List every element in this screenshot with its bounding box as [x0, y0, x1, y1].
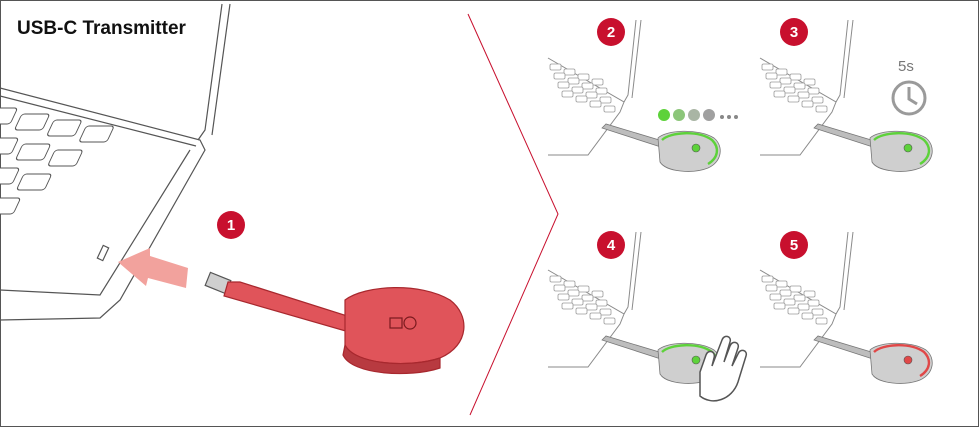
laptop-key [578, 286, 589, 292]
laptop-key [592, 79, 603, 85]
laptop-key [794, 295, 805, 301]
step-2-illustration [548, 20, 720, 171]
laptop-key [582, 83, 593, 89]
laptop-key [590, 313, 601, 319]
clock-icon [893, 82, 925, 114]
laptop-key [790, 74, 801, 80]
insert-arrow [118, 248, 188, 288]
transmitter-cable [814, 124, 878, 148]
transmitter-cable [814, 336, 878, 360]
laptop-lid-edge [844, 232, 853, 310]
laptop-key [576, 96, 587, 102]
laptop-key [568, 290, 579, 296]
laptop-key [776, 69, 787, 75]
laptop-key [568, 78, 579, 84]
laptop-large [0, 4, 230, 320]
laptop-key [784, 87, 795, 93]
laptop-key [554, 73, 565, 79]
step-4-illustration [548, 232, 720, 383]
laptop-key [562, 91, 573, 97]
step-badge-5: 5 [780, 231, 808, 259]
laptop-key [788, 308, 799, 314]
step-badge-4: 4 [597, 231, 625, 259]
laptop-lid [624, 232, 636, 314]
laptop-key [600, 97, 611, 103]
laptop-lid [624, 20, 636, 102]
laptop-key [762, 276, 773, 282]
laptop-key [774, 91, 785, 97]
transmitter-led [904, 144, 912, 152]
laptop-key [816, 318, 827, 324]
page-title: USB-C Transmitter [17, 18, 186, 40]
step-badge-3: 3 [780, 18, 808, 46]
laptop-lid-edge [632, 232, 641, 310]
laptop-key [812, 97, 823, 103]
laptop-key [554, 285, 565, 291]
laptop-key [550, 276, 561, 282]
laptop-key [790, 286, 801, 292]
laptop-keyboard [0, 102, 114, 214]
laptop-key [798, 304, 809, 310]
laptop-lid-edge [632, 20, 641, 98]
laptop-key [816, 106, 827, 112]
transmitter-large [205, 272, 464, 373]
laptop-key [578, 74, 589, 80]
laptop-key [558, 82, 569, 88]
laptop-key [582, 295, 593, 301]
laptop-key [550, 64, 561, 70]
laptop-key [766, 285, 777, 291]
laptop-key [576, 308, 587, 314]
laptop-key [804, 291, 815, 297]
laptop-key [804, 79, 815, 85]
laptop-key [774, 303, 785, 309]
laptop-lid [836, 232, 848, 314]
laptop-key [586, 92, 597, 98]
laptop-key [564, 281, 575, 287]
laptop-key [808, 300, 819, 306]
laptop-key [572, 87, 583, 93]
pairing-progress-dots [658, 109, 738, 121]
laptop-key [780, 290, 791, 296]
transmitter-led [692, 356, 700, 364]
laptop-key [604, 106, 615, 112]
transmitter-cable [602, 124, 666, 148]
laptop-key [784, 299, 795, 305]
laptop-key [564, 69, 575, 75]
laptop-key [590, 101, 601, 107]
laptop-key [802, 101, 813, 107]
transmitter-cable [602, 336, 666, 360]
laptop-key [808, 88, 819, 94]
laptop-key [558, 294, 569, 300]
laptop-key [596, 88, 607, 94]
laptop-key [592, 291, 603, 297]
laptop-key [600, 309, 611, 315]
laptop-key [596, 300, 607, 306]
laptop-key [586, 304, 597, 310]
timer-label: 5s [898, 58, 914, 75]
laptop-key [812, 309, 823, 315]
laptop-lid-edge [844, 20, 853, 98]
laptop-key [788, 96, 799, 102]
laptop-key [776, 281, 787, 287]
laptop-lid [836, 20, 848, 102]
laptop-key [762, 64, 773, 70]
laptop-key [770, 294, 781, 300]
laptop-key [798, 92, 809, 98]
laptop-key [766, 73, 777, 79]
panel-divider [468, 14, 558, 415]
laptop-key [770, 82, 781, 88]
transmitter-led [904, 356, 912, 364]
laptop-key [604, 318, 615, 324]
laptop-key [794, 83, 805, 89]
hand-press-icon [700, 336, 746, 400]
laptop-key [802, 313, 813, 319]
laptop-key [562, 303, 573, 309]
step-badge-1: 1 [217, 211, 245, 239]
transmitter-led [692, 144, 700, 152]
step-badge-2: 2 [597, 18, 625, 46]
laptop-key [572, 299, 583, 305]
laptop-key [780, 78, 791, 84]
